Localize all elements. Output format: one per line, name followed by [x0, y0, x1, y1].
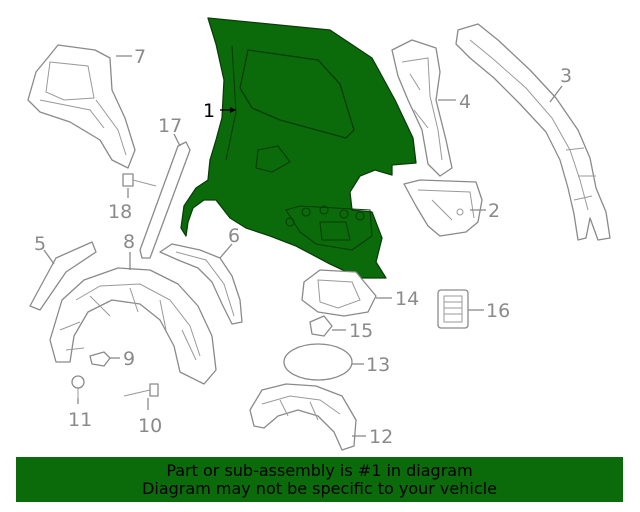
part-2-bracket[interactable]: [403, 179, 483, 237]
callout-16[interactable]: 16: [486, 300, 510, 322]
part-18-fastener[interactable]: [122, 173, 157, 187]
callout-10[interactable]: 10: [138, 415, 162, 437]
part-11-screw[interactable]: [71, 375, 85, 398]
callout-6[interactable]: 6: [228, 225, 240, 247]
part-14-fuel-door-housing[interactable]: [301, 269, 377, 317]
leader-1-arrow: [230, 107, 236, 113]
parts-diagram: 7 1 4 3 2 17: [27, 17, 611, 451]
callout-15[interactable]: 15: [349, 320, 373, 342]
callout-17[interactable]: 17: [158, 115, 182, 137]
part-16-vent[interactable]: [437, 289, 469, 329]
callout-13[interactable]: 13: [366, 354, 390, 376]
leader-5: [43, 249, 55, 265]
callout-9[interactable]: 9: [123, 348, 135, 370]
callout-3[interactable]: 3: [560, 65, 572, 87]
leader-3: [549, 85, 563, 103]
part-4-pillar-reinforcement[interactable]: [391, 39, 453, 177]
callout-8[interactable]: 8: [123, 231, 135, 253]
part-15-grommet[interactable]: [309, 315, 333, 337]
callout-5[interactable]: 5: [34, 233, 46, 255]
callout-4[interactable]: 4: [459, 91, 471, 113]
callout-14[interactable]: 14: [395, 288, 419, 310]
part-1-quarter-panel[interactable]: [180, 17, 417, 279]
leader-17: [173, 133, 181, 147]
callout-2[interactable]: 2: [488, 200, 500, 222]
leader-6: [219, 243, 233, 259]
part-6-wheelhouse-extension[interactable]: [159, 243, 243, 325]
info-banner: Part or sub-assembly is #1 in diagram Di…: [16, 457, 623, 502]
part-7-quarter-inner-upper[interactable]: [27, 44, 136, 169]
part-13-fuel-door[interactable]: [283, 343, 353, 381]
part-8-wheelhouse-liner[interactable]: [49, 267, 217, 385]
part-17-trim-strip[interactable]: [139, 141, 191, 259]
part-10-bolt[interactable]: [123, 383, 159, 397]
callout-12[interactable]: 12: [369, 426, 393, 448]
callout-1[interactable]: 1: [203, 100, 215, 122]
part-5-lower-trim[interactable]: [29, 241, 97, 311]
callout-11[interactable]: 11: [68, 409, 92, 431]
callout-7[interactable]: 7: [134, 46, 146, 68]
banner-line-part: Part or sub-assembly is #1 in diagram: [166, 460, 473, 480]
part-9-push-clip[interactable]: [89, 351, 111, 367]
banner-line-disclaimer: Diagram may not be specific to your vehi…: [142, 478, 497, 498]
part-12-wheelhouse-inner[interactable]: [249, 383, 357, 451]
callout-18[interactable]: 18: [108, 201, 132, 223]
part-3-rear-rail[interactable]: [455, 23, 611, 241]
